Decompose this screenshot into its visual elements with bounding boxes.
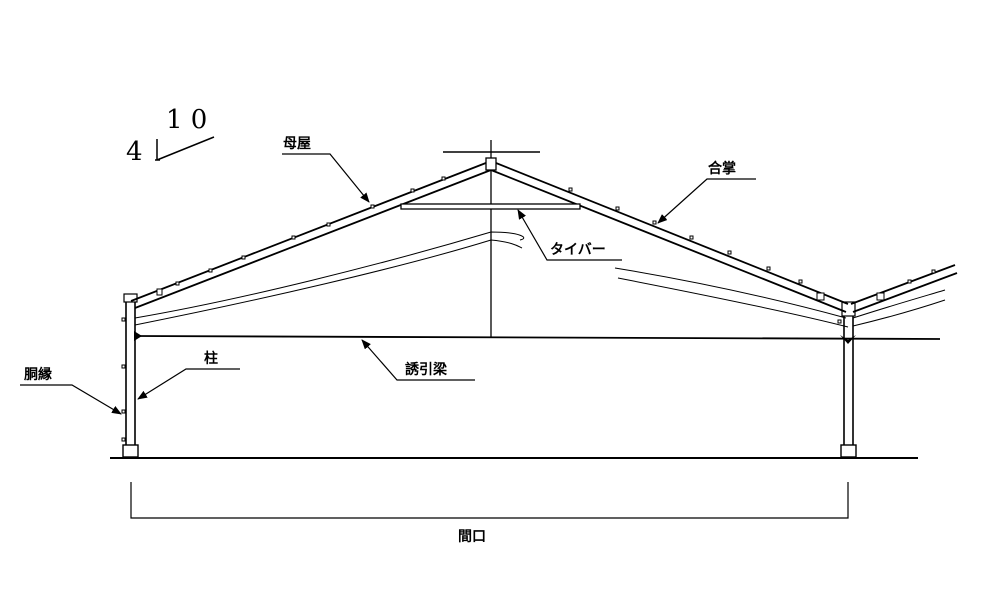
label-rafter: 合掌 <box>708 160 736 177</box>
ridge <box>443 140 540 337</box>
label-column: 柱 <box>204 350 218 367</box>
rafters <box>130 160 958 313</box>
label-purlin: 母屋 <box>283 136 311 152</box>
tie-bar <box>400 203 581 210</box>
film-lines <box>134 231 946 328</box>
label-span: 間口 <box>458 529 486 545</box>
guide-beam <box>134 331 941 344</box>
label-guide-beam: 誘引梁 <box>405 361 448 378</box>
left-column <box>122 293 139 458</box>
span-dimension <box>130 482 849 519</box>
leaders <box>20 153 756 415</box>
label-tie-bar: タイバー <box>550 242 606 258</box>
clips <box>121 176 936 442</box>
label-eave-beam: 胴縁 <box>24 366 52 383</box>
right-column <box>840 301 857 458</box>
slope-rise: 4 <box>126 137 143 167</box>
slope-run: 1 0 <box>166 105 207 135</box>
slope-indicator: 4 1 0 <box>126 105 215 167</box>
